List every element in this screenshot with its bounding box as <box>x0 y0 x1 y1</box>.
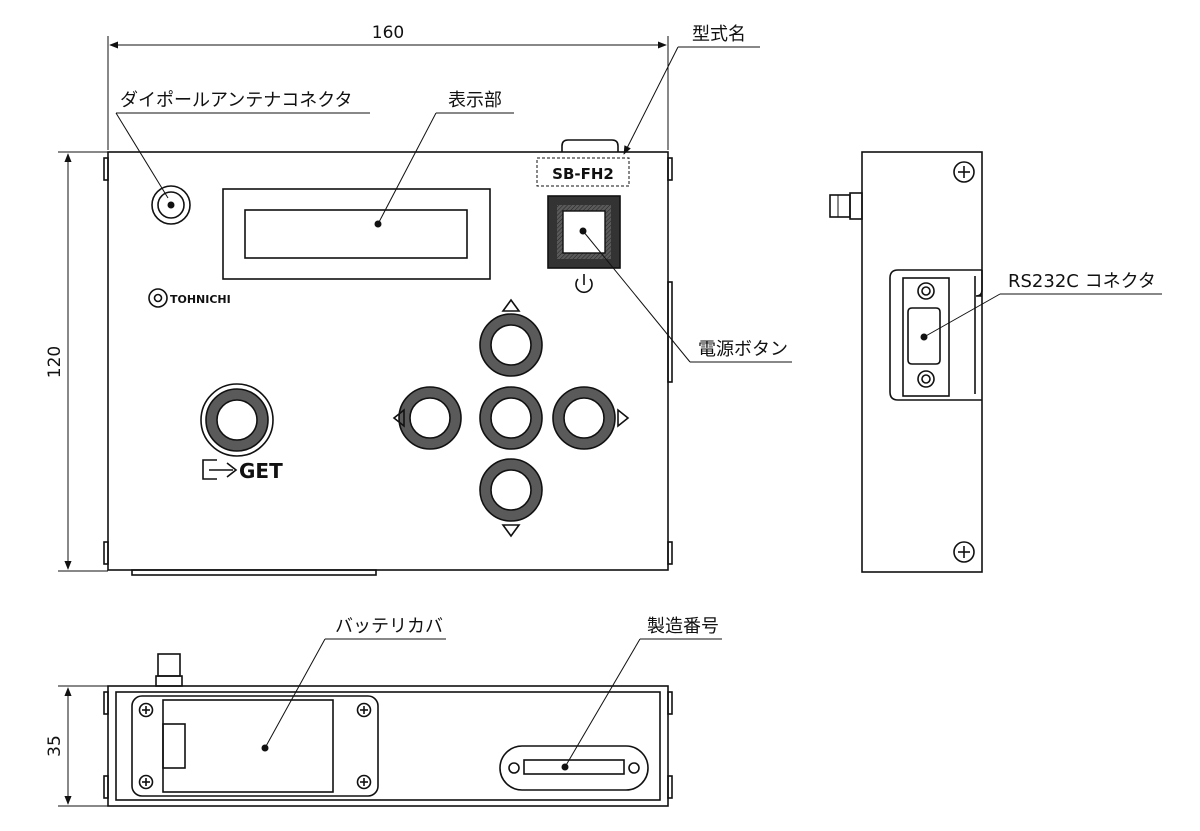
model-name-text: SB-FH2 <box>552 165 614 183</box>
label-antenna: ダイポールアンテナコネクタ <box>120 90 353 111</box>
callout-serial-number: 製造番号 <box>564 616 722 768</box>
connector-recess <box>889 269 982 401</box>
callout-antenna: ダイポールアンテナコネクタ <box>115 90 370 199</box>
callout-battery-cover: バッテリカバ <box>264 616 446 749</box>
screw-icon <box>138 774 154 790</box>
brand-name: TOHNICHI <box>170 293 231 306</box>
side-tab <box>103 157 109 181</box>
side-tab <box>103 775 109 799</box>
down-arrow-icon <box>501 524 521 538</box>
get-button-face <box>216 399 258 441</box>
up-arrow-icon <box>501 298 521 312</box>
screw-icon <box>138 702 154 718</box>
antenna-inner-ring <box>157 191 185 219</box>
antenna-outer-ring <box>151 185 191 225</box>
callout-display: 表示部 <box>377 90 514 225</box>
callout-rs232c: RS232C コネクタ <box>923 271 1162 338</box>
rs232c-screw-bottom <box>917 370 935 388</box>
antenna-nut-top <box>155 675 183 687</box>
left-button[interactable] <box>398 386 462 450</box>
brand-logo: TOHNICHI <box>148 288 231 308</box>
down-button[interactable] <box>479 458 543 522</box>
up-button[interactable] <box>479 313 543 377</box>
screw-icon <box>356 702 372 718</box>
antenna-stub <box>829 194 851 218</box>
battery-compartment <box>162 699 334 793</box>
label-serial-number: 製造番号 <box>647 616 719 637</box>
side-tab <box>103 691 109 715</box>
label-rs232c: RS232C コネクタ <box>1008 271 1156 292</box>
side-tab <box>667 281 673 383</box>
label-power-button: 電源ボタン <box>698 339 788 360</box>
model-box <box>536 157 630 187</box>
direction-pad <box>392 298 630 538</box>
side-tab <box>667 691 673 715</box>
height-dimension: 120 <box>45 346 65 378</box>
serial-plate <box>499 745 649 791</box>
side-tab <box>667 541 673 565</box>
screw-icon <box>953 161 975 183</box>
antenna-pin <box>167 201 175 209</box>
display-bezel <box>222 188 491 280</box>
serial-plate-hole-right <box>628 762 640 774</box>
antenna-stub-top <box>157 653 181 677</box>
get-icon <box>202 459 238 480</box>
label-battery-cover: バッテリカバ <box>335 616 443 637</box>
battery-latch <box>162 723 186 769</box>
left-arrow-icon <box>392 408 405 428</box>
display-screen <box>244 209 468 259</box>
side-panel <box>861 151 983 573</box>
right-arrow-icon <box>617 408 630 428</box>
serial-number-slot <box>523 759 625 775</box>
screw-icon <box>953 541 975 563</box>
right-button[interactable] <box>552 386 616 450</box>
bottom-inner <box>115 691 661 801</box>
serial-plate-hole-left <box>508 762 520 774</box>
callout-model-name: 型式名 <box>623 24 760 155</box>
base-foot <box>131 569 377 576</box>
side-tab <box>667 157 673 181</box>
antenna-connector <box>151 185 191 225</box>
rs232c-plate <box>902 277 950 397</box>
label-model-name: 型式名 <box>692 24 746 45</box>
label-display: 表示部 <box>448 90 502 111</box>
rs232c-screw-top <box>917 282 935 300</box>
front-view: 160 120 SB-FH2 <box>45 23 792 576</box>
callout-power-button: 電源ボタン <box>582 230 792 363</box>
get-button[interactable] <box>200 383 274 457</box>
get-button-outer <box>200 383 274 457</box>
screw-icon <box>356 774 372 790</box>
brand-logo-icon <box>148 288 168 308</box>
rs232c-socket <box>907 307 941 365</box>
bottom-panel <box>107 685 669 807</box>
battery-cover <box>131 695 379 797</box>
center-button[interactable] <box>479 386 543 450</box>
top-connector <box>561 139 619 152</box>
side-view: RS232C コネクタ <box>829 151 1162 573</box>
power-icon <box>575 274 593 294</box>
depth-dimension: 35 <box>45 735 65 757</box>
width-dimension: 160 <box>372 23 404 43</box>
get-label: GET <box>239 459 283 483</box>
side-tab <box>103 541 109 565</box>
bottom-view: 35 バッテ <box>45 616 722 807</box>
side-step <box>975 270 983 297</box>
side-tab <box>667 775 673 799</box>
antenna-nut <box>849 192 863 220</box>
